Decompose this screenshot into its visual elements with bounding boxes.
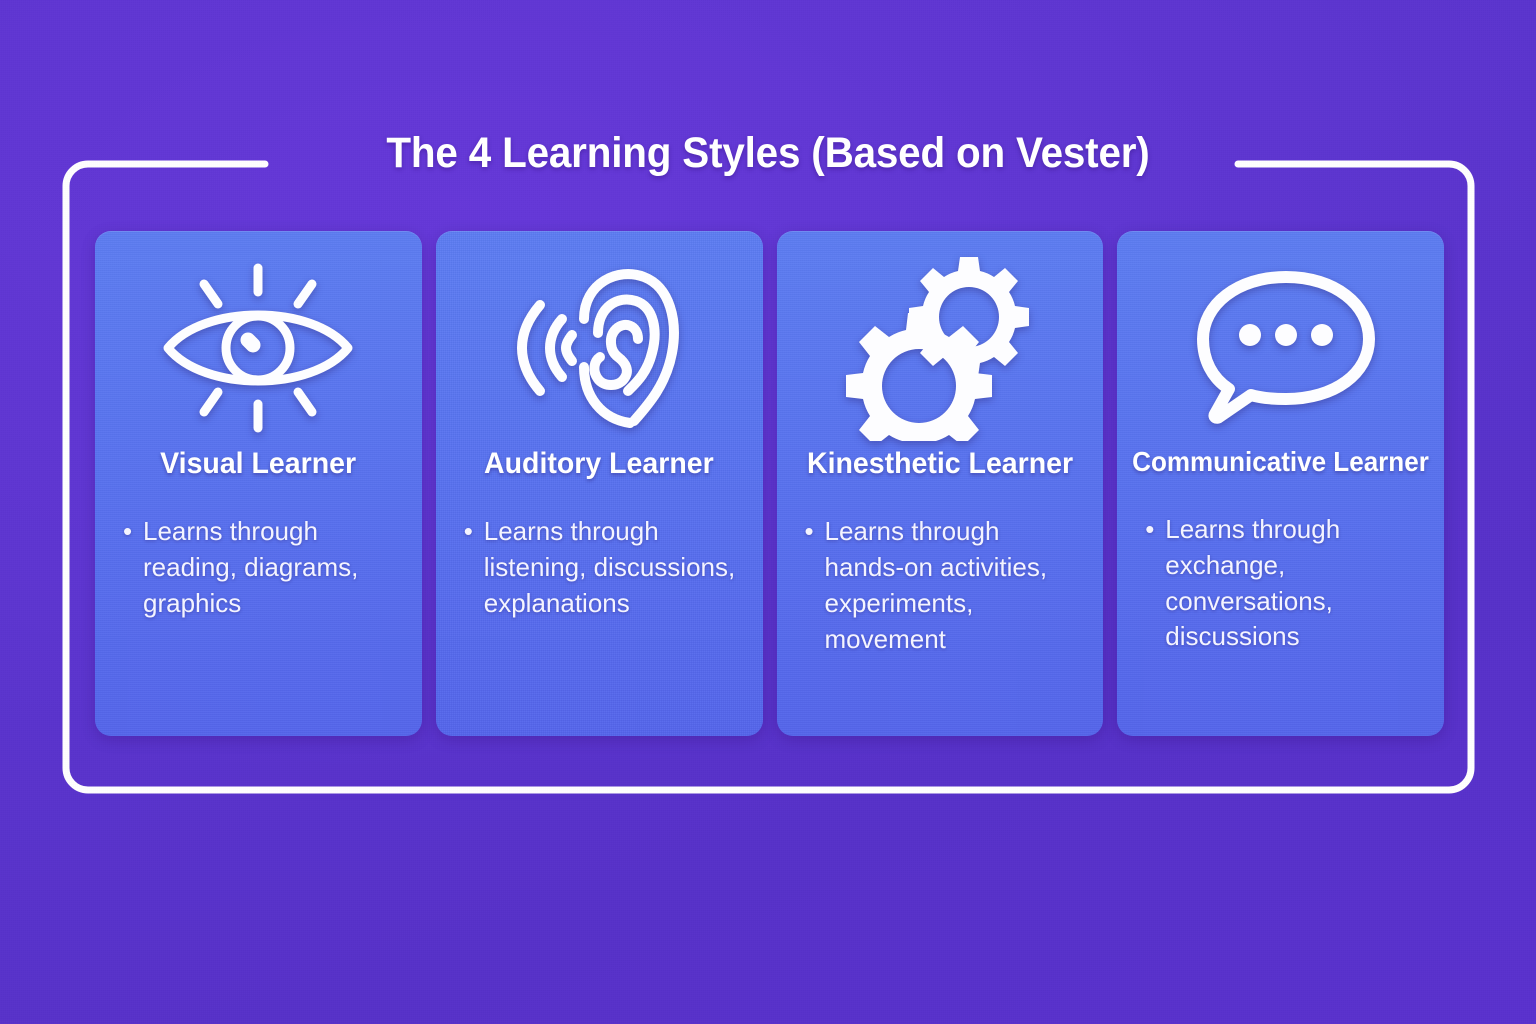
gears-icon bbox=[777, 253, 1104, 443]
bullet-marker: • bbox=[804, 516, 814, 546]
card-kinesthetic-learner[interactable]: Kinesthetic Learner • Learns through han… bbox=[776, 231, 1104, 736]
card-bullet-list: • Learns through exchange, conversations… bbox=[1117, 512, 1444, 656]
bullet-text: Learns through exchange, conversations, … bbox=[1165, 513, 1341, 652]
bullet-marker: • bbox=[123, 516, 133, 546]
card-title: Kinesthetic Learner bbox=[806, 447, 1073, 480]
speech-bubble-icon bbox=[1117, 253, 1444, 443]
decorative-frame bbox=[62, 160, 1475, 794]
bullet-marker: • bbox=[1145, 513, 1155, 544]
card-communicative-learner[interactable]: Communicative Learner • Learns through e… bbox=[1117, 231, 1444, 736]
card-title: Visual Learner bbox=[160, 447, 357, 480]
card-bullet-list: • Learns through reading, diagrams, grap… bbox=[95, 514, 422, 622]
learning-styles-card-row: Visual Learner • Learns through reading,… bbox=[95, 231, 1444, 736]
eye-icon bbox=[95, 253, 422, 443]
card-visual-learner[interactable]: Visual Learner • Learns through reading,… bbox=[95, 231, 422, 736]
bullet-text: Learns through listening, discussions, e… bbox=[483, 516, 736, 618]
page-title: The 4 Learning Styles (Based on Vester) bbox=[386, 129, 1150, 177]
list-item: • Learns through hands-on activities, ex… bbox=[805, 514, 1080, 658]
ear-sound-waves-icon bbox=[436, 253, 763, 443]
bullet-text: Learns through hands-on activities, expe… bbox=[824, 516, 1048, 654]
bullet-text: Learns through reading, diagrams, graphi… bbox=[143, 516, 359, 618]
frame-outline bbox=[62, 160, 1475, 794]
card-title: Communicative Learner bbox=[1132, 446, 1429, 477]
bullet-marker: • bbox=[463, 516, 473, 546]
list-item: • Learns through reading, diagrams, grap… bbox=[123, 514, 398, 622]
card-bullet-list: • Learns through hands-on activities, ex… bbox=[777, 514, 1104, 658]
card-title: Auditory Learner bbox=[484, 447, 714, 480]
list-item: • Learns through listening, discussions,… bbox=[464, 514, 739, 622]
card-bullet-list: • Learns through listening, discussions,… bbox=[436, 514, 763, 622]
card-auditory-learner[interactable]: Auditory Learner • Learns through listen… bbox=[435, 231, 763, 736]
list-item: • Learns through exchange, conversations… bbox=[1145, 512, 1420, 656]
